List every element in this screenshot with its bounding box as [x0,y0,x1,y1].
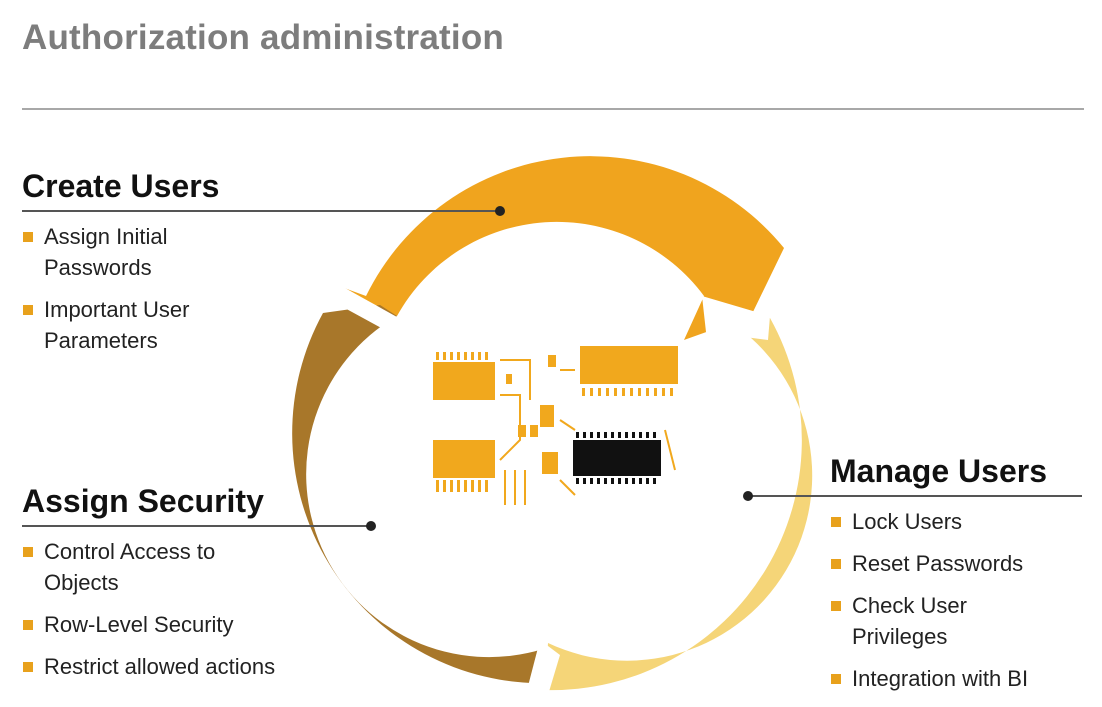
list-item: Important User Parameters [22,294,262,356]
bullet-icon [23,662,33,672]
section-heading-create: Create Users [22,168,220,204]
section-heading-manage: Manage Users [830,453,1047,489]
bullet-icon [23,232,33,242]
list-item: Reset Passwords [830,548,1090,579]
bullet-icon [831,674,841,684]
section-create-users: Create Users Assign Initial Passwords Im… [22,168,262,367]
bullet-icon [831,559,841,569]
bullet-icon [831,601,841,611]
bullet-icon [23,620,33,630]
section-heading-security: Assign Security [22,483,264,519]
circuit-board-icon [430,345,680,515]
list-item: Integration with BI [830,663,1090,694]
arc-assign-security [292,305,548,689]
bullet-icon [23,547,33,557]
list-item: Assign Initial Passwords [22,221,262,283]
arc-create-users [336,156,784,340]
list-item: Control Access to Objects [22,536,274,598]
bullet-icon [23,305,33,315]
list-item: Restrict allowed actions [22,651,322,682]
bullet-icon [831,517,841,527]
section-manage-users: Manage Users Lock Users Reset Passwords … [830,453,1090,705]
list-item: Lock Users [830,506,1090,537]
page-title: Authorization administration [22,18,504,57]
title-divider [22,108,1084,110]
section-assign-security: Assign Security Control Access to Object… [22,483,322,693]
list-item: Check User Privileges [830,590,1002,652]
list-item: Row-Level Security [22,609,322,640]
